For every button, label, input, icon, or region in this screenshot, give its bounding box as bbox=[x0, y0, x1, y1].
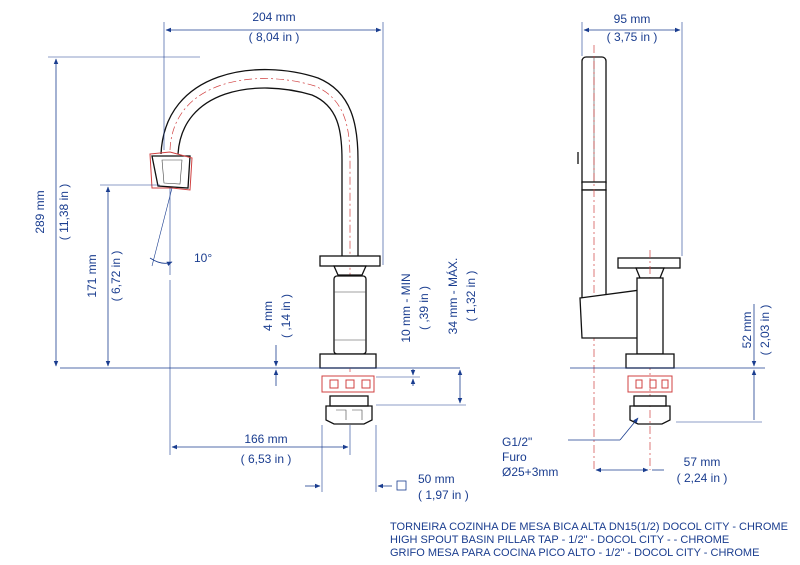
thread-min-in: ( ,39 in ) bbox=[417, 286, 431, 330]
thread-max-in: ( 1,32 in ) bbox=[464, 271, 478, 322]
dimension-width-total: 204 mm ( 8,04 in ) bbox=[163, 10, 384, 265]
title-block: TORNEIRA COZINHA DE MESA BICA ALTA DN15(… bbox=[390, 521, 788, 559]
title-line-2: HIGH SPOUT BASIN PILLAR TAP - 1/2" - DOC… bbox=[390, 534, 729, 546]
dimension-thread-max: 34 mm - MÁX. ( 1,32 in ) bbox=[376, 258, 478, 406]
deck-gap-in: ( ,14 in ) bbox=[279, 294, 293, 338]
height-total-mm: 289 mm bbox=[33, 190, 47, 233]
dimension-spout-height: 171 mm ( 6,72 in ) bbox=[85, 184, 160, 367]
dimension-side-offset: 57 mm ( 2,24 in ) bbox=[595, 455, 728, 485]
spout-height-mm: 171 mm bbox=[85, 254, 99, 297]
angle-label: 10° bbox=[194, 251, 212, 265]
title-line-1: TORNEIRA COZINHA DE MESA BICA ALTA DN15(… bbox=[390, 521, 788, 533]
side-width-mm: 95 mm bbox=[614, 12, 651, 26]
width-total-mm: 204 mm bbox=[252, 10, 295, 24]
thread-callout-line3: Ø25+3mm bbox=[502, 465, 558, 479]
height-total-in: ( 11,38 in ) bbox=[57, 184, 71, 240]
dimension-thread-min: 10 mm - MIN ( ,39 in ) bbox=[376, 273, 431, 386]
base-width-in: ( 1,97 in ) bbox=[418, 488, 469, 502]
side-offset-in: ( 2,24 in ) bbox=[677, 471, 728, 485]
base-width-mm: 50 mm bbox=[418, 472, 455, 486]
side-width-in: ( 3,75 in ) bbox=[607, 30, 658, 44]
front-view bbox=[60, 68, 460, 425]
width-total-in: ( 8,04 in ) bbox=[249, 30, 300, 44]
handle-height-mm: 52 mm bbox=[740, 312, 754, 349]
spout-height-in: ( 6,72 in ) bbox=[109, 251, 123, 302]
dimension-height-total: 289 mm ( 11,38 in ) bbox=[33, 56, 200, 367]
spout-reach-in: ( 6,53 in ) bbox=[241, 452, 292, 466]
dimension-spout-reach: 166 mm ( 6,53 in ) bbox=[169, 280, 351, 466]
deck-gap-mm: 4 mm bbox=[261, 301, 275, 331]
dimension-side-width: 95 mm ( 3,75 in ) bbox=[581, 12, 683, 256]
dimension-angle: 10° bbox=[149, 187, 212, 275]
title-line-3: GRIFO MESA PARA COCINA PICO ALTO - 1/2" … bbox=[390, 547, 759, 559]
side-offset-mm: 57 mm bbox=[684, 455, 721, 469]
dimension-base-width: 50 mm ( 1,97 in ) bbox=[305, 425, 469, 502]
thread-max-mm: 34 mm - MÁX. bbox=[445, 258, 460, 335]
thread-callout: G1/2" Furo Ø25+3mm bbox=[502, 417, 639, 479]
handle-height-in: ( 2,03 in ) bbox=[758, 305, 772, 356]
dimension-deck-gap: 4 mm ( ,14 in ) bbox=[261, 294, 293, 386]
spout-reach-mm: 166 mm bbox=[244, 432, 287, 446]
thread-min-mm: 10 mm - MIN bbox=[399, 273, 413, 342]
dimension-handle-height: 52 mm ( 2,03 in ) bbox=[676, 304, 772, 423]
side-view bbox=[570, 45, 765, 470]
thread-callout-line1: G1/2" bbox=[502, 435, 532, 449]
thread-callout-line2: Furo bbox=[502, 450, 527, 464]
